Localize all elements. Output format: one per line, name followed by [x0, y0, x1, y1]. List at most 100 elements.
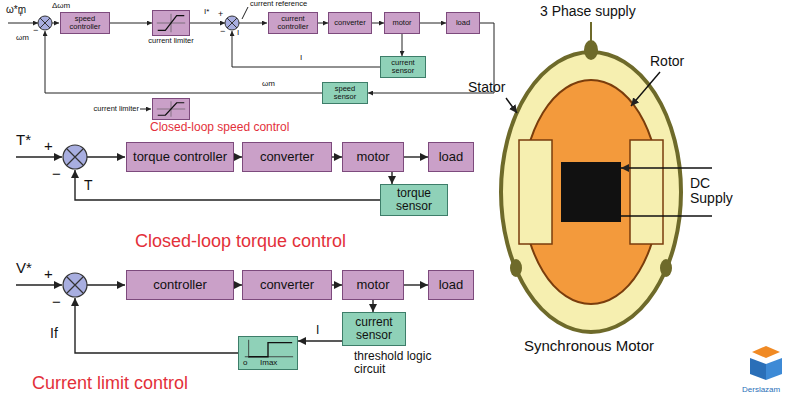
box-label: controller: [153, 278, 206, 292]
logo-icon: [750, 346, 782, 380]
signal-arrow: [372, 300, 373, 312]
junction-cross: [67, 149, 83, 165]
sign-mark: +: [44, 266, 53, 283]
block-label: current limiter: [148, 37, 193, 45]
saturation-curve: [158, 103, 185, 115]
box-text: torque controller: [133, 150, 227, 164]
figure-title: Synchronous Motor: [524, 338, 654, 355]
sign-mark: +: [18, 10, 23, 20]
signal-arrow: [404, 284, 428, 285]
box-text: converter: [334, 19, 365, 27]
sensor-box: current sensor: [380, 56, 426, 78]
logo-page: [750, 358, 766, 380]
sensor-box: torque sensor: [380, 184, 448, 216]
box-label: converter: [334, 19, 365, 27]
motor-box: motor: [342, 142, 404, 172]
signal-name: I: [300, 54, 302, 63]
part-name: DC Supply: [690, 176, 746, 207]
sensor-box: speed sensor: [322, 82, 368, 104]
junction-circle: [38, 16, 52, 30]
box-text: current sensor: [383, 59, 423, 76]
dc-lead: [621, 215, 712, 217]
block-label: current limiter: [94, 105, 139, 113]
signal-arrow: [318, 23, 328, 24]
junction-cross: [227, 18, 237, 28]
signal-name: ωm: [16, 34, 29, 43]
saturation-curve: [158, 16, 185, 31]
signal-name: Δωm: [52, 2, 70, 11]
leader-line: [506, 98, 517, 113]
box-text: speed controller: [63, 15, 107, 32]
motor-box: motor: [384, 12, 420, 34]
signal-name: ωm: [262, 80, 275, 89]
signal-arrow: [402, 34, 403, 56]
box-text: load: [439, 278, 464, 292]
limiter-symbol: [153, 11, 189, 35]
diagram-title: Closed-loop torque control: [135, 232, 346, 252]
terminal: [584, 40, 598, 60]
logo-cap: [752, 346, 780, 358]
signal-arrow: [372, 23, 384, 24]
box-label: load: [439, 278, 464, 292]
box-label: converter: [260, 278, 314, 292]
synchronous-motor: [501, 22, 712, 332]
diagram-title: Closed-loop speed control: [150, 121, 289, 134]
box-text: speed sensor: [325, 85, 365, 102]
field-winding: [561, 162, 621, 222]
junction-circle: [225, 16, 239, 30]
limiter-block: current limiter: [152, 98, 190, 120]
axis-label: Imax: [260, 359, 277, 368]
diagram-title: Current limit control: [32, 374, 188, 394]
threshold-block: oImax: [238, 336, 298, 370]
signal-name: I: [316, 324, 319, 337]
junction-cross: [67, 277, 83, 293]
rotor-slot: [519, 140, 552, 244]
symbol-axis: [157, 101, 185, 116]
signal-arrow: [332, 284, 342, 285]
terminal: [660, 259, 672, 277]
load-box: load: [428, 270, 474, 300]
terminal: [510, 259, 522, 277]
watermark: Derslazam: [742, 386, 780, 395]
box-label: load: [456, 19, 470, 27]
signal-name: V*: [16, 260, 32, 277]
note-label: threshold logic circuit: [354, 350, 434, 376]
box-label: load: [439, 150, 464, 164]
signal-name: I*: [204, 8, 209, 17]
error-wire: [87, 156, 125, 157]
box-label: current controller: [271, 15, 315, 32]
signal-arrow: [234, 156, 242, 157]
sign-mark: −: [220, 27, 225, 37]
box-text: motor: [356, 278, 389, 292]
load-box: load: [446, 12, 480, 34]
sign-mark: +: [218, 10, 223, 20]
error-wire: [87, 284, 125, 285]
part-name: Rotor: [650, 54, 684, 69]
motor-box: motor: [342, 270, 404, 300]
box-text: torque sensor: [383, 187, 445, 213]
controller-box: controller: [126, 270, 234, 300]
signal-name: If: [50, 326, 58, 341]
box-label: motor: [356, 150, 389, 164]
current-reference-wire: [190, 23, 225, 24]
current-error-wire: [239, 23, 267, 24]
stator: [501, 52, 681, 332]
part-name: Stator: [468, 80, 505, 95]
symbol-axis: [245, 340, 293, 358]
sign-mark: +: [44, 138, 53, 155]
box-text: motor: [392, 19, 411, 27]
logo-page: [766, 358, 782, 380]
note-label: current reference: [250, 0, 307, 8]
box-text: load: [456, 19, 470, 27]
junction-circle: [63, 145, 87, 169]
signal-name: T*: [16, 132, 31, 149]
torque-feedback-wire: [75, 170, 380, 200]
leader-line: [631, 72, 660, 106]
sign-mark: −: [33, 26, 38, 36]
current-feedback-wire: [232, 31, 380, 67]
signal-arrow: [420, 23, 446, 24]
error-wire: [52, 23, 59, 24]
box-text: motor: [356, 150, 389, 164]
box-text: converter: [260, 150, 314, 164]
